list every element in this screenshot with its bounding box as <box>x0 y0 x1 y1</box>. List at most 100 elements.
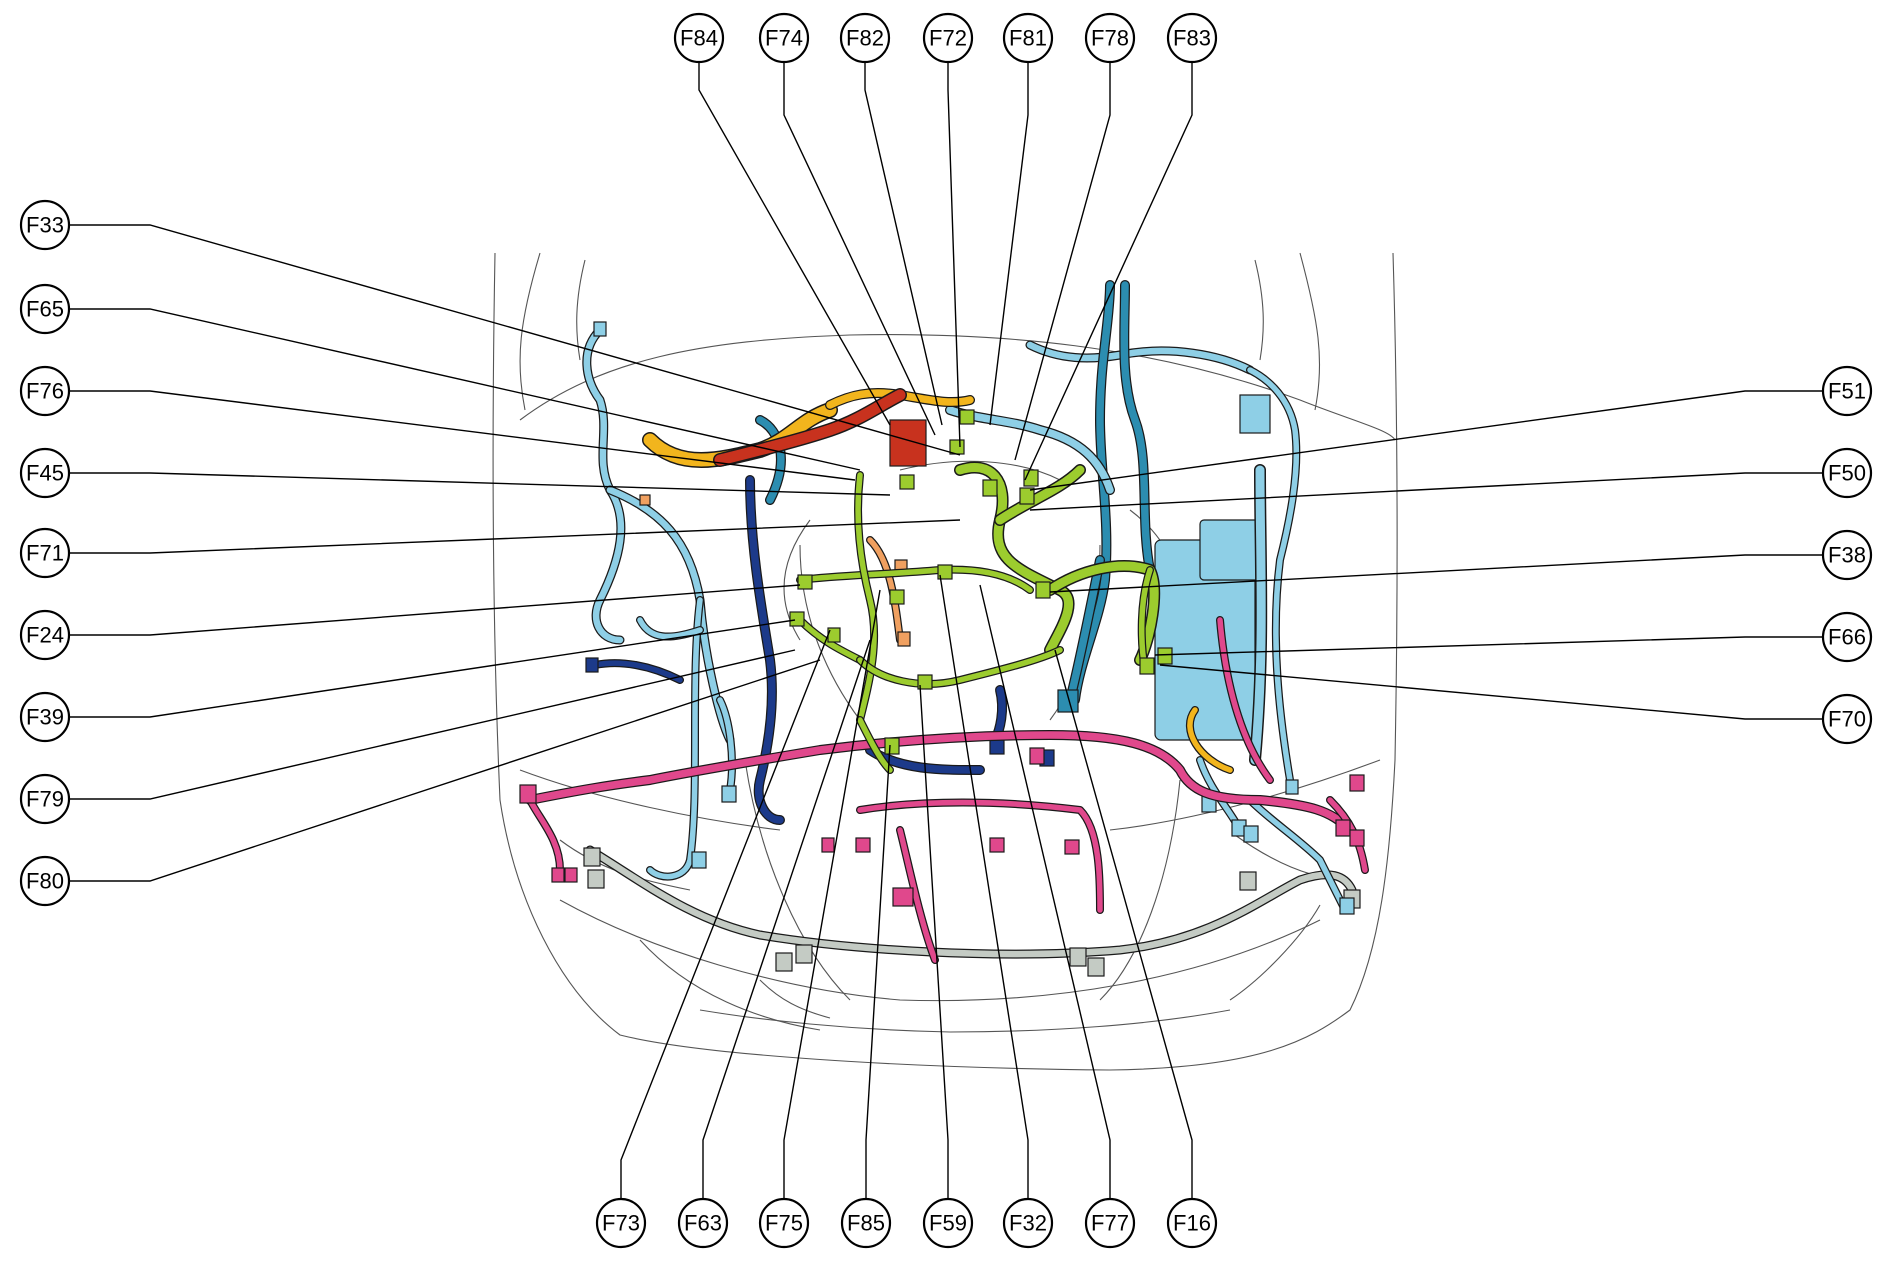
leader-f85 <box>865 744 891 1199</box>
callout-label: F76 <box>26 379 64 404</box>
callout-f51[interactable]: F51 <box>1821 365 1873 417</box>
callout-label: F50 <box>1828 461 1866 486</box>
callout-label: F83 <box>1173 26 1211 51</box>
callout-f65[interactable]: F65 <box>19 283 71 335</box>
callout-f83[interactable]: F83 <box>1166 12 1218 64</box>
callout-label: F73 <box>602 1211 640 1236</box>
leader-f75 <box>783 589 881 1199</box>
engine-wire-harness <box>789 409 1173 774</box>
callout-label: F39 <box>26 705 64 730</box>
callout-f70[interactable]: F70 <box>1821 693 1873 745</box>
callout-f77[interactable]: F77 <box>1084 1197 1136 1249</box>
callout-f85[interactable]: F85 <box>840 1197 892 1249</box>
callout-f81[interactable]: F81 <box>1002 12 1054 64</box>
light-blue-harness <box>582 321 737 881</box>
callout-f59[interactable]: F59 <box>922 1197 974 1249</box>
callout-label: F82 <box>846 26 884 51</box>
leader-f80 <box>70 659 821 882</box>
callout-f33[interactable]: F33 <box>19 199 71 251</box>
callout-f24[interactable]: F24 <box>19 609 71 661</box>
teal-harness <box>755 405 1115 713</box>
callout-label: F65 <box>26 297 64 322</box>
leader-f45 <box>70 472 891 496</box>
callout-f78[interactable]: F78 <box>1084 12 1136 64</box>
right-callouts: F51 F50 F38 F66 F70 <box>1821 365 1873 745</box>
callout-f82[interactable]: F82 <box>839 12 891 64</box>
callout-f73[interactable]: F73 <box>595 1197 647 1249</box>
leader-f77 <box>979 584 1111 1199</box>
leader-f38 <box>1049 554 1823 593</box>
callout-f50[interactable]: F50 <box>1821 447 1873 499</box>
callout-label: F74 <box>765 26 803 51</box>
callout-label: F16 <box>1173 1211 1211 1236</box>
callout-label: F80 <box>26 869 64 894</box>
callout-label: F59 <box>929 1211 967 1236</box>
leader-f39 <box>70 619 796 718</box>
callout-f72[interactable]: F72 <box>922 12 974 64</box>
callout-f32[interactable]: F32 <box>1002 1197 1054 1249</box>
callout-label: F81 <box>1009 26 1047 51</box>
top-callouts: F84 F74 F82 F72 F81 F78 F83 <box>673 12 1218 64</box>
leader-f65 <box>70 308 861 471</box>
leader-f71 <box>70 519 961 554</box>
callout-label: F63 <box>684 1211 722 1236</box>
callout-label: F51 <box>1828 379 1866 404</box>
left-callouts: F33 F65 F76 F45 F71 F24 F39 F79 F80 <box>19 199 71 907</box>
callout-f75[interactable]: F75 <box>758 1197 810 1249</box>
callout-label: F33 <box>26 213 64 238</box>
leader-f66 <box>1154 636 1823 656</box>
callout-f45[interactable]: F45 <box>19 447 71 499</box>
leader-f33 <box>70 224 961 456</box>
callout-f74[interactable]: F74 <box>758 12 810 64</box>
bottom-callouts: F73 F63 F75 F85 F59 F32 F77 F16 <box>595 1197 1218 1249</box>
vehicle-body-outline <box>492 252 1398 1071</box>
front-bumper-harness <box>583 845 1361 977</box>
callout-label: F24 <box>26 623 64 648</box>
callout-f80[interactable]: F80 <box>19 855 71 907</box>
leader-f63 <box>702 639 871 1199</box>
callout-f16[interactable]: F16 <box>1166 1197 1218 1249</box>
leader-f59 <box>919 684 949 1199</box>
pink-harness <box>519 616 1369 964</box>
leader-f84 <box>698 62 891 426</box>
callout-label: F79 <box>26 787 64 812</box>
leader-f32 <box>939 574 1029 1199</box>
callout-label: F66 <box>1828 625 1866 650</box>
leader-f83 <box>1024 62 1193 481</box>
leader-f81 <box>989 62 1029 426</box>
callout-label: F38 <box>1828 543 1866 568</box>
leader-f79 <box>70 649 796 800</box>
leader-f74 <box>783 62 936 436</box>
leader-f51 <box>1029 390 1823 491</box>
callout-label: F72 <box>929 26 967 51</box>
callout-label: F45 <box>26 461 64 486</box>
right-side-blue-harness <box>1025 280 1355 915</box>
leader-f50 <box>1029 472 1823 511</box>
callout-label: F32 <box>1009 1211 1047 1236</box>
callout-f71[interactable]: F71 <box>19 527 71 579</box>
callout-f76[interactable]: F76 <box>19 365 71 417</box>
callout-label: F84 <box>680 26 718 51</box>
leader-f73 <box>620 629 831 1199</box>
callout-label: F75 <box>765 1211 803 1236</box>
callout-label: F77 <box>1091 1211 1129 1236</box>
callout-f66[interactable]: F66 <box>1821 611 1873 663</box>
leader-f16 <box>1054 649 1193 1199</box>
leader-f78 <box>1014 62 1111 461</box>
leader-f76 <box>70 390 856 481</box>
leader-f72 <box>947 62 961 448</box>
leader-f70 <box>1159 664 1823 720</box>
callout-label: F78 <box>1091 26 1129 51</box>
callout-label: F70 <box>1828 707 1866 732</box>
leader-f82 <box>864 62 943 426</box>
callout-f38[interactable]: F38 <box>1821 529 1873 581</box>
callout-leader-lines <box>70 62 1823 1199</box>
callout-label: F71 <box>26 541 64 566</box>
callout-f39[interactable]: F39 <box>19 691 71 743</box>
callout-label: F85 <box>847 1211 885 1236</box>
callout-f79[interactable]: F79 <box>19 773 71 825</box>
callout-f63[interactable]: F63 <box>677 1197 729 1249</box>
callout-f84[interactable]: F84 <box>673 12 725 64</box>
leader-f24 <box>70 584 801 636</box>
